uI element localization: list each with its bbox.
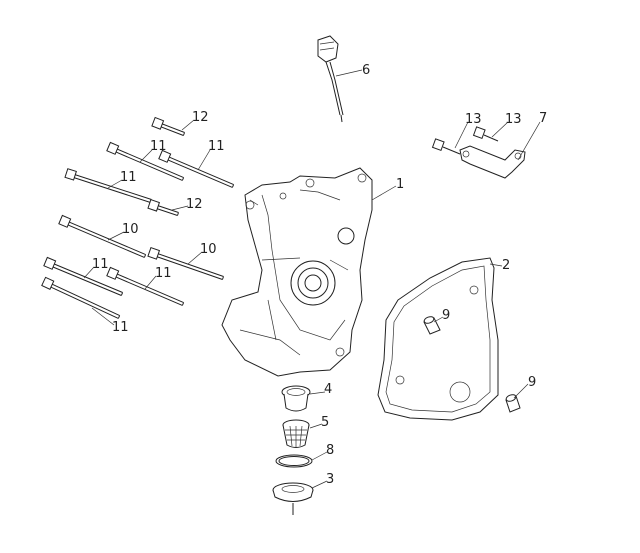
- callout-9: 9: [528, 375, 536, 390]
- o-ring-part-8: [275, 454, 313, 468]
- leader-lines: [83, 69, 541, 489]
- bolt-part-11: [64, 168, 152, 203]
- callout-11: 11: [155, 266, 172, 281]
- callout-10: 10: [122, 222, 139, 237]
- callout-9: 9: [442, 308, 450, 323]
- bolt-part-13b: [472, 126, 499, 142]
- seal-part-4: [281, 385, 311, 412]
- dipstick-part-6: [317, 35, 344, 123]
- callout-11: 11: [112, 320, 129, 335]
- gasket-part-2: [377, 257, 499, 421]
- crankcase-cover-part-1: [221, 167, 373, 377]
- callout-10: 10: [200, 242, 217, 257]
- callout-2: 2: [502, 258, 510, 273]
- bolt-part-10: [58, 214, 147, 258]
- bolt-part-11: [158, 149, 235, 188]
- callout-1: 1: [396, 177, 404, 192]
- strainer-part-5: [282, 419, 310, 448]
- callout-6: 6: [362, 63, 370, 78]
- callout-7: 7: [539, 111, 547, 126]
- callout-labels: 6 12 11 11 11 12 10 10 11 11 11 1 13 13 …: [92, 63, 547, 487]
- callout-3: 3: [326, 472, 334, 487]
- bolt-part-11: [43, 256, 124, 296]
- callout-13: 13: [505, 112, 522, 127]
- callout-5: 5: [321, 415, 329, 430]
- callout-11: 11: [120, 170, 137, 185]
- dowel-pin-part-9a: [423, 316, 441, 335]
- dowel-pin-part-9b: [505, 394, 521, 413]
- callout-11: 11: [150, 139, 167, 154]
- bolt-part-11: [106, 141, 185, 181]
- callout-11: 11: [208, 139, 225, 154]
- callout-13: 13: [465, 112, 482, 127]
- callout-4: 4: [324, 382, 332, 397]
- callout-12: 12: [192, 110, 209, 125]
- callout-11: 11: [92, 257, 109, 272]
- bolt-part-11: [106, 266, 185, 306]
- bolt-part-13a: [431, 138, 461, 155]
- drain-plug-part-3: [272, 482, 314, 515]
- callout-12: 12: [186, 197, 203, 212]
- bracket-part-7: [459, 145, 526, 179]
- bolts-group: [41, 116, 235, 319]
- callout-8: 8: [326, 443, 334, 458]
- bolt-part-10: [147, 246, 224, 280]
- bolt-part-12: [151, 116, 186, 136]
- bolt-part-12: [147, 199, 179, 216]
- bolt-part-11: [41, 276, 121, 319]
